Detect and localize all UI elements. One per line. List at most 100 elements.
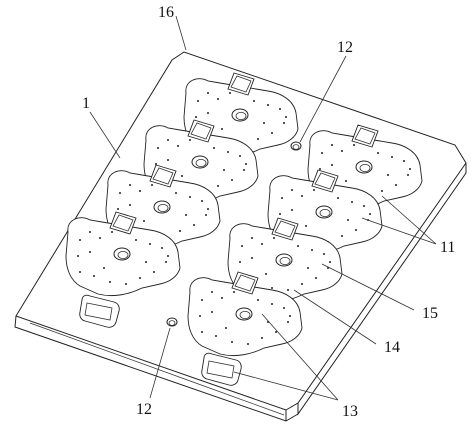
parts-group — [65, 72, 423, 386]
part-dot — [239, 261, 241, 263]
part-pad-inner — [354, 127, 376, 145]
part-dot — [89, 251, 91, 253]
label-parts: 11 — [440, 239, 455, 256]
part-center-hole — [113, 247, 131, 261]
part-dot — [77, 255, 79, 257]
part-dot — [323, 253, 325, 255]
part-dot — [253, 100, 255, 102]
part-dot — [207, 208, 209, 210]
label-part-edge: 15 — [422, 305, 438, 322]
part-dot — [185, 214, 187, 216]
part-dot — [165, 261, 167, 263]
part-dot — [345, 180, 347, 182]
part-dot — [201, 331, 203, 333]
part-dot — [157, 147, 159, 149]
part-dot — [145, 261, 147, 263]
part-dot — [153, 271, 155, 273]
part-center-hole — [191, 155, 209, 169]
part-dot — [301, 283, 303, 285]
part-dot — [283, 307, 285, 309]
part-dot — [227, 151, 229, 153]
part-dot — [125, 283, 127, 285]
part-dot — [177, 145, 179, 147]
part-dot — [291, 189, 293, 191]
part-pad-inner — [152, 167, 174, 185]
part-center-hole-inner — [157, 203, 169, 212]
part-dot — [205, 214, 207, 216]
part-dot — [199, 315, 201, 317]
label-hole-bottom: 12 — [136, 401, 152, 418]
part-dot — [403, 160, 405, 162]
part-dot — [189, 139, 191, 141]
part-dot — [337, 197, 339, 199]
part-dot — [225, 327, 227, 329]
part-dot — [231, 179, 233, 181]
part-dot — [211, 291, 213, 293]
part-dot — [149, 243, 151, 245]
part-dot — [391, 156, 393, 158]
label-hole-top: 12 — [337, 39, 353, 56]
part-dot — [377, 152, 379, 154]
part-dot — [233, 291, 235, 293]
part-center-hole — [231, 108, 249, 122]
part-center-hole — [153, 200, 171, 214]
part-dot — [387, 174, 389, 176]
part-dot — [129, 184, 131, 186]
part-dot — [231, 341, 233, 343]
part-dot — [241, 245, 243, 247]
part-center-hole-inner — [235, 111, 247, 120]
part-dot — [175, 192, 177, 194]
part-dot — [167, 139, 169, 141]
part-dot — [221, 297, 223, 299]
part-dot — [181, 175, 183, 177]
part-pad-inner — [230, 75, 252, 93]
part-dot — [151, 184, 153, 186]
part-dot — [79, 271, 81, 273]
part-dot — [287, 289, 289, 291]
part-dot — [221, 128, 223, 130]
label-corner: 16 — [158, 4, 174, 21]
part-dot — [409, 168, 411, 170]
part-dot — [341, 235, 343, 237]
part-dot — [271, 287, 273, 289]
part-dot — [119, 192, 121, 194]
molded-part-4 — [65, 211, 181, 297]
label-plate: 1 — [82, 95, 90, 112]
part-dot — [321, 152, 323, 154]
part-dot — [201, 299, 203, 301]
part-dot — [103, 267, 105, 269]
part-dot — [179, 230, 181, 232]
part-dot — [135, 239, 137, 241]
part-dot — [353, 144, 355, 146]
part-pad-inner — [314, 172, 336, 190]
part-dot — [193, 224, 195, 226]
part-dot — [217, 98, 219, 100]
part-dot — [279, 108, 281, 110]
part-dot — [197, 100, 199, 102]
part-center-hole-inner — [117, 250, 129, 259]
part-dot — [189, 196, 191, 198]
part-dot — [267, 104, 269, 106]
part-dot — [289, 315, 291, 317]
part-dot — [347, 219, 349, 221]
loose-pad-1 — [79, 294, 120, 328]
part-dot — [257, 299, 259, 301]
part-center-hole-inner — [359, 163, 371, 172]
part-dot — [329, 261, 331, 263]
part-center-hole — [235, 307, 253, 321]
part-dot — [281, 197, 283, 199]
part-pad-inner — [112, 214, 134, 232]
part-dot — [109, 281, 111, 283]
part-dot — [215, 335, 217, 337]
part-pad-inner — [274, 220, 296, 238]
part-dot — [139, 190, 141, 192]
part-pad-inner — [190, 122, 212, 140]
part-dot — [271, 303, 273, 305]
part-dot — [245, 163, 247, 165]
part-dot — [257, 138, 259, 140]
part-dot — [217, 185, 219, 187]
part-dot — [243, 169, 245, 171]
part-dot — [211, 311, 213, 313]
